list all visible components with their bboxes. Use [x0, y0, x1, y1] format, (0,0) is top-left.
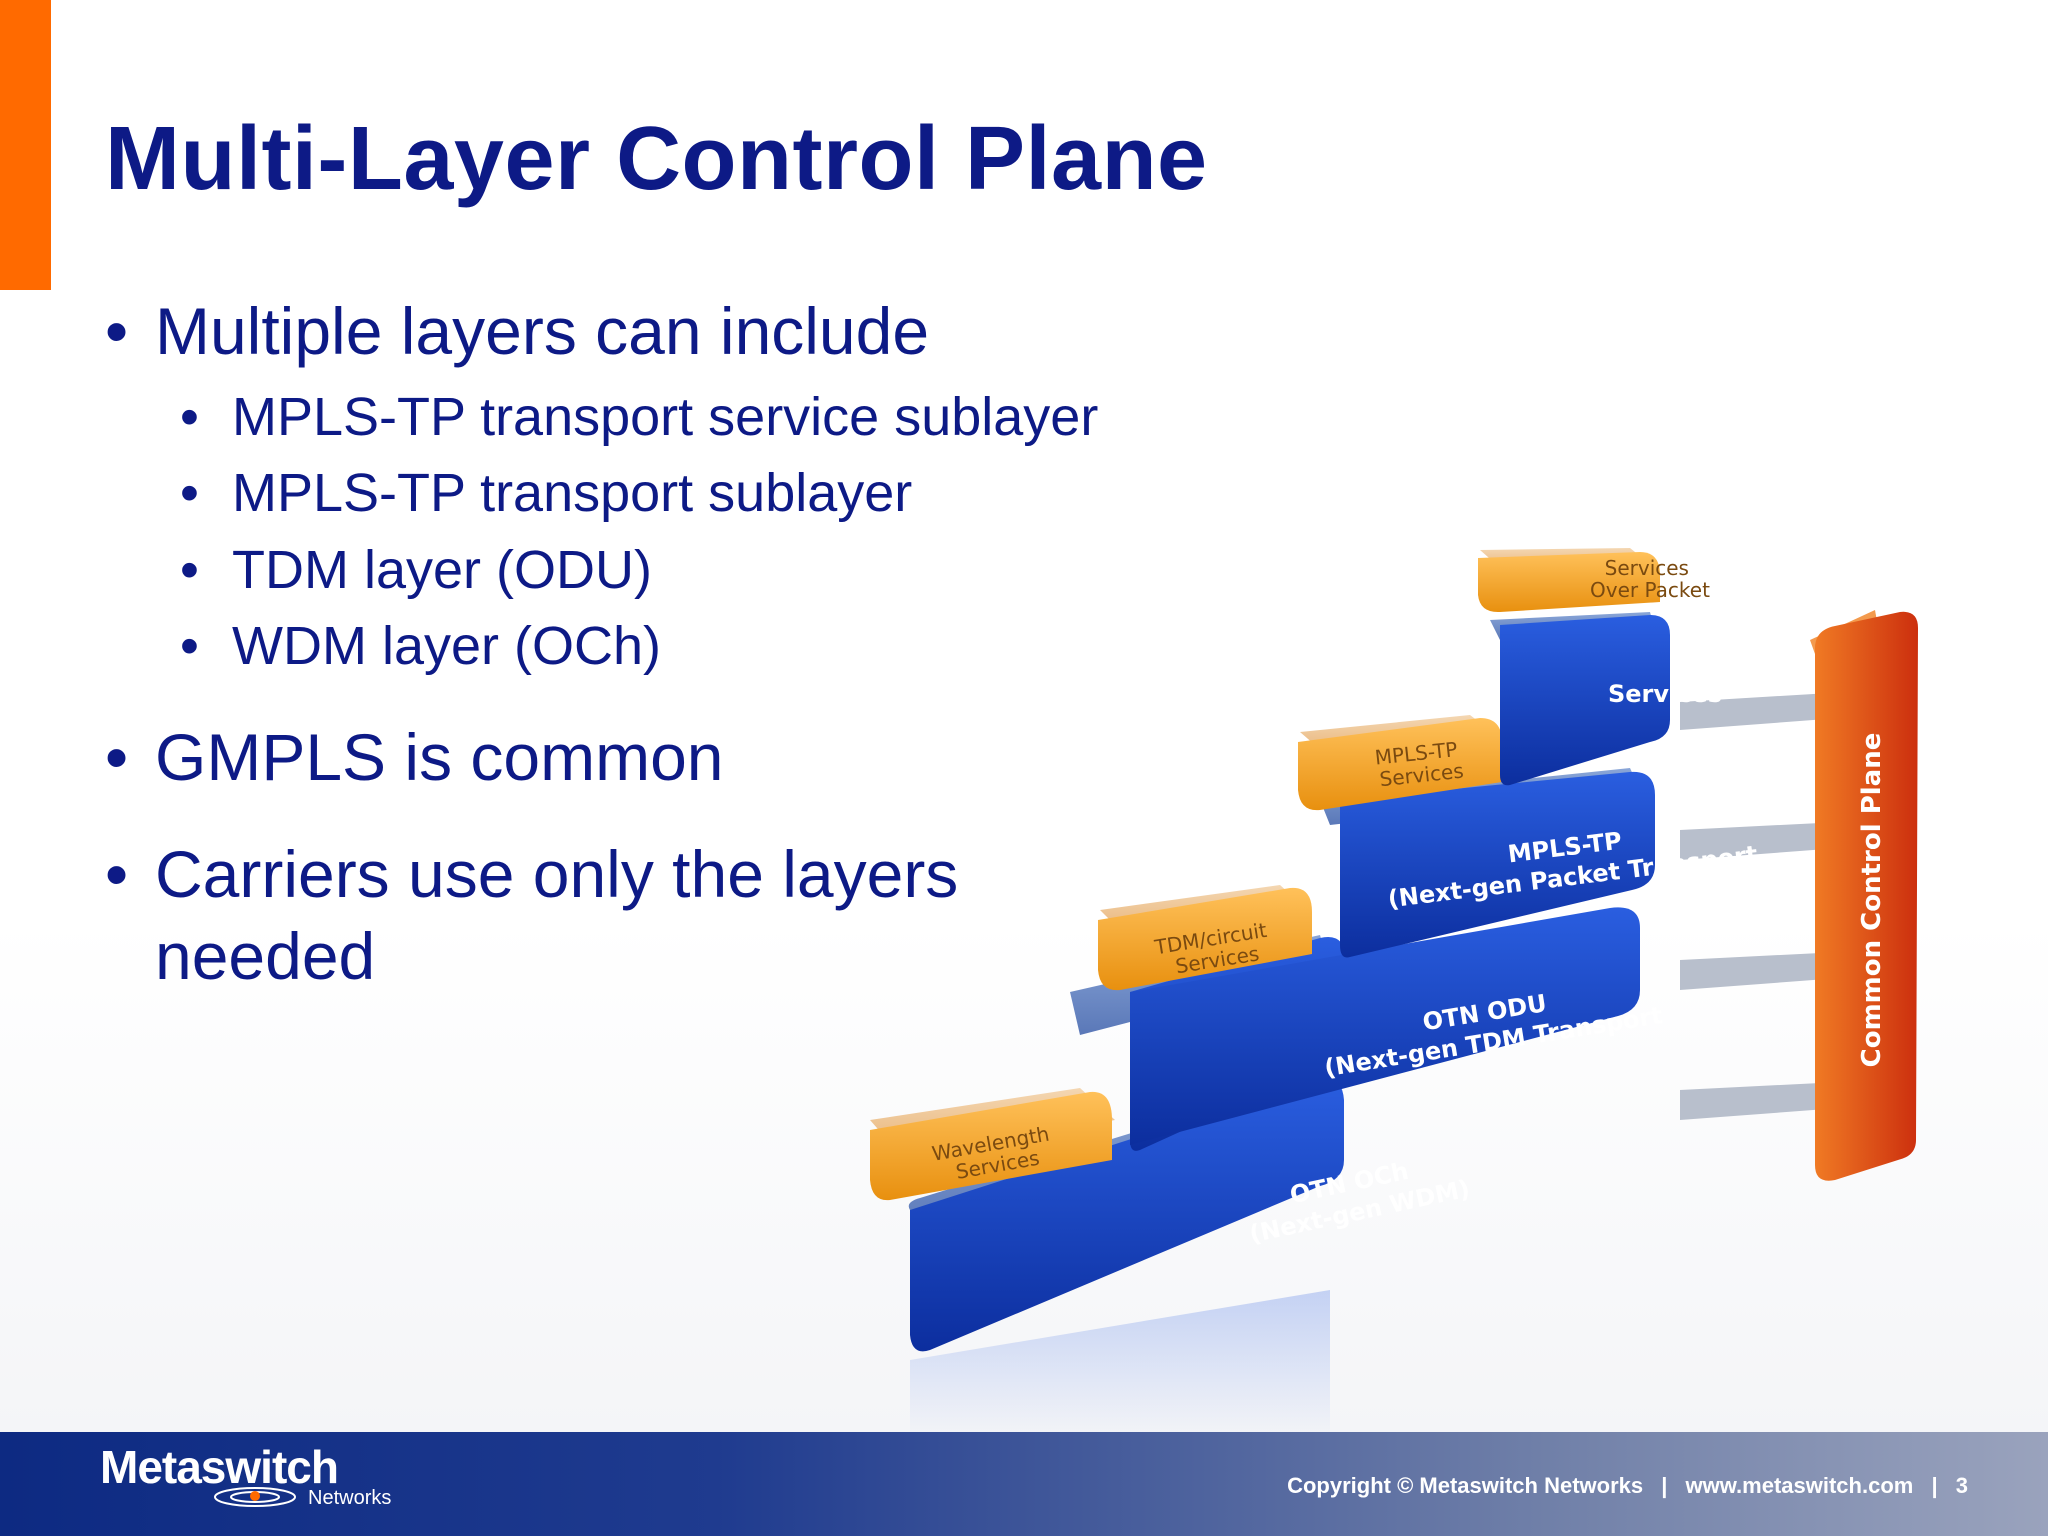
separator: | — [1931, 1473, 1938, 1498]
footer-text: Copyright © Metaswitch Networks | www.me… — [1287, 1473, 1968, 1499]
common-control-plane-label: Common Control Plane — [1857, 733, 1887, 1068]
bullet-dot: • — [180, 616, 199, 676]
footer-bar — [0, 1432, 2048, 1536]
logo-swoosh-icon — [214, 1487, 296, 1507]
bullet-text: GMPLS is common — [155, 720, 724, 794]
bullet-dot: • — [180, 387, 199, 447]
bullet-dot: • — [105, 837, 129, 911]
separator: | — [1661, 1473, 1668, 1498]
mpls-tp-services-label: MPLS-TP Services — [1374, 736, 1467, 791]
layer-otn-odu — [1070, 907, 1640, 1151]
page-number: 3 — [1955, 1473, 1968, 1498]
bullet-text: Carriers use only the layers — [155, 837, 959, 911]
website-url: www.metaswitch.com — [1685, 1473, 1914, 1498]
tab-mpls-tp-services — [1298, 715, 1502, 811]
services-label: Services — [1608, 680, 1722, 708]
sub-bullet-text: TDM layer (ODU) — [232, 540, 652, 600]
bullet-text: needed — [155, 919, 376, 993]
tab-services-over-packet — [1478, 548, 1660, 613]
tab-tdm-services — [1098, 885, 1312, 991]
copyright: Copyright © Metaswitch Networks — [1287, 1473, 1644, 1498]
sub-bullet-text: MPLS-TP transport sublayer — [232, 463, 913, 523]
slide-title: Multi-Layer Control Plane — [105, 109, 1208, 209]
reflection — [910, 1290, 1330, 1440]
layer-services — [1490, 612, 1670, 786]
services-over-packet-label: Services Over Packet — [1590, 556, 1710, 602]
layer-mpls-tp — [1320, 768, 1655, 958]
logo-subtitle: Networks — [308, 1487, 392, 1509]
bullet-text: Multiple layers can include — [155, 294, 930, 368]
common-control-plane — [1810, 610, 1918, 1181]
sub-bullet-text: WDM layer (OCh) — [232, 616, 661, 676]
tab-wavelength-services — [870, 1088, 1115, 1201]
bullet-dot: • — [105, 294, 129, 368]
accent-bar — [0, 0, 51, 290]
bullet-dot: • — [105, 720, 129, 794]
layer-stack-diagram: Services Over Packet Services MPLS-TP Se… — [870, 548, 1918, 1440]
bullet-dot: • — [180, 463, 199, 523]
sub-bullet-text: MPLS-TP transport service sublayer — [232, 387, 1099, 447]
logo: Metaswitch — [100, 1441, 339, 1493]
bullet-dot: • — [180, 540, 199, 600]
